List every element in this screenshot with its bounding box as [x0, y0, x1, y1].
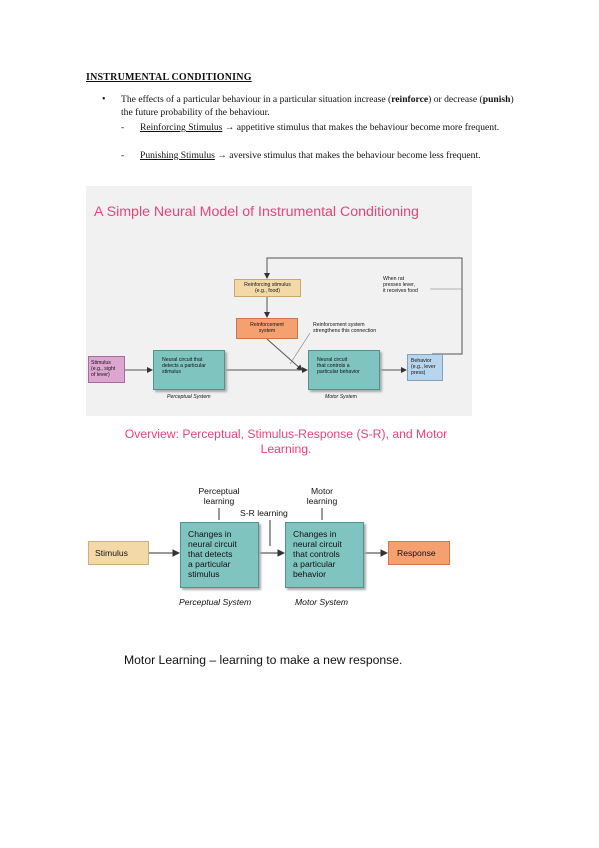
box-label: behavior — [293, 569, 326, 579]
note-line: presses lever, — [383, 282, 416, 288]
bold-reinforce: reinforce — [391, 94, 429, 105]
box-label: neural circuit — [293, 539, 342, 549]
response-box: Response — [388, 541, 450, 565]
motor-learning-label: Motor learning — [296, 486, 348, 506]
box-label: (e.g., food) — [254, 288, 281, 294]
box-label: Stimulus — [91, 360, 111, 366]
box-label: (e.g., lever — [411, 364, 436, 370]
box-label: stimulus — [188, 569, 220, 579]
bold-punish: punish — [482, 94, 511, 105]
bullet-paragraph: The effects of a particular behaviour in… — [121, 94, 521, 119]
term-desc: appetitive stimulus that makes the behav… — [236, 122, 500, 133]
label-line: Motor — [311, 486, 333, 496]
term-reinforcing: Reinforcing Stimulus — [140, 122, 223, 133]
perceptual-changes-box: Changes in neural circuit that detects a… — [180, 522, 259, 588]
behavior-box: Behavior (e.g., lever press) — [407, 354, 443, 381]
sub-dash: - — [121, 122, 125, 133]
para-text: ) the future probability of the behaviou… — [121, 94, 514, 118]
box-label: press) — [411, 370, 426, 376]
term-desc: aversive stimulus that makes the behavio… — [229, 150, 481, 161]
reinforcement-system-box: Reinforcement system — [236, 318, 298, 339]
box-label: Neural circuit — [317, 357, 348, 363]
reinforcement-note: Reinforcement system strengthens this co… — [313, 322, 403, 334]
para-text: ) or decrease ( — [428, 94, 483, 105]
para-text: The effects of a particular behaviour in… — [121, 94, 392, 105]
box-label: stimulus — [162, 369, 182, 375]
box-label: a particular — [188, 559, 231, 569]
label-line: learning — [306, 496, 338, 506]
label-line: learning — [203, 496, 235, 506]
figure2-title-line: Learning. — [260, 442, 312, 456]
perceptual-system-label: Perceptual System — [167, 394, 211, 400]
box-label: Reinforcing stimulus — [244, 282, 291, 288]
perceptual-learning-label: Perceptual learning — [188, 486, 250, 506]
motor-system-label: Motor System — [325, 394, 357, 400]
note-line: When rat — [383, 276, 405, 282]
reinforcing-stimulus-box: Reinforcing stimulus (e.g., food) — [234, 279, 301, 297]
box-label: Changes in — [293, 529, 337, 539]
perceptual-system-label-2: Perceptual System — [179, 597, 252, 607]
box-label: Neural circuit that — [162, 357, 203, 363]
sr-learning-label: S-R learning — [240, 508, 288, 518]
arrow-glyph: → — [214, 150, 230, 161]
note-line: strengthens this connection — [313, 328, 377, 334]
box-label: Reinforcement — [250, 322, 284, 328]
rat-note: When rat presses lever, it receives food — [383, 276, 443, 294]
stimulus-box: Stimulus (e.g., sight of lever) — [88, 356, 125, 383]
box-label: of lever) — [91, 372, 110, 378]
box-label: neural circuit — [188, 539, 237, 549]
box-label: detects a particular — [162, 363, 206, 369]
sub-dash: - — [121, 150, 125, 161]
figure2-title: Overview: Perceptual, Stimulus-Response … — [86, 427, 486, 457]
motor-learning-caption: Motor Learning – learning to make a new … — [124, 653, 403, 667]
label-line: Perceptual — [198, 486, 240, 496]
box-label: system — [258, 328, 276, 334]
box-label: that controls — [293, 549, 340, 559]
arrow-glyph: → — [222, 122, 237, 133]
box-label: particular behavior — [317, 369, 360, 375]
motor-changes-box: Changes in neural circuit that controls … — [285, 522, 364, 588]
section-heading: INSTRUMENTAL CONDITIONING — [86, 72, 252, 83]
box-label: Behavior — [411, 358, 432, 364]
sub-item-punishing: Punishing Stimulus → aversive stimulus t… — [140, 150, 520, 163]
note-line: Reinforcement system — [313, 322, 365, 328]
box-label: Changes in — [188, 529, 232, 539]
note-line: it receives food — [383, 288, 418, 294]
bullet-marker: • — [102, 94, 106, 105]
box-label: that controls a — [317, 363, 350, 369]
stimulus-box-2: Stimulus — [88, 541, 149, 565]
box-label: (e.g., sight — [91, 366, 116, 372]
box-label: that detects — [188, 549, 233, 559]
perceptual-circuit-box: Neural circuit that detects a particular… — [153, 350, 225, 390]
motor-system-label-2: Motor System — [295, 597, 349, 607]
figure1-title: A Simple Neural Model of Instrumental Co… — [94, 204, 419, 220]
term-punishing: Punishing Stimulus — [140, 150, 215, 161]
box-label: a particular — [293, 559, 336, 569]
sub-item-reinforcing: Reinforcing Stimulus → appetitive stimul… — [140, 122, 520, 135]
figure2-title-line: Overview: Perceptual, Stimulus-Response … — [124, 427, 448, 441]
motor-circuit-box: Neural circuit that controls a particula… — [308, 350, 380, 390]
